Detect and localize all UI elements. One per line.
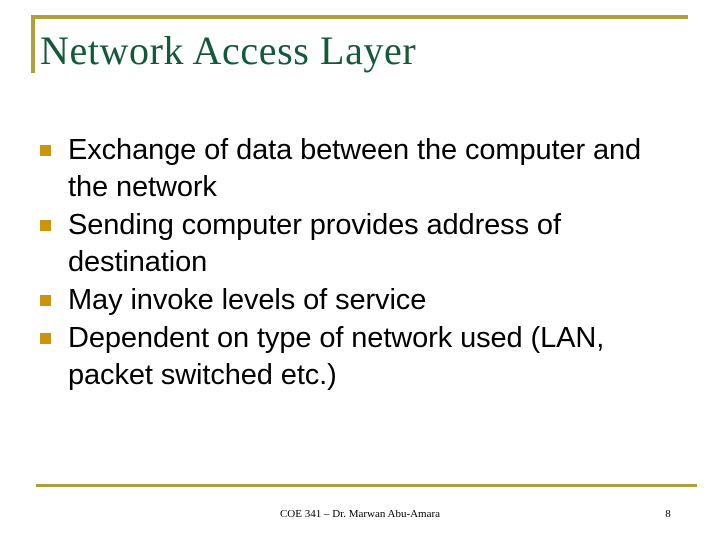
- slide-page-number: 8: [665, 508, 671, 520]
- list-item-text: May invoke levels of service: [68, 284, 427, 316]
- footer-rule: [36, 484, 697, 487]
- list-item: May invoke levels of service: [40, 282, 688, 319]
- list-item: Sending computer provides address of des…: [40, 207, 688, 281]
- square-bullet-icon: [40, 295, 51, 306]
- title-left-rule: [31, 15, 35, 73]
- footer-course-credit: COE 341 – Dr. Marwan Abu-Amara: [279, 508, 441, 520]
- list-item-text: Dependent on type of network used (LAN, …: [68, 322, 605, 391]
- slide-title: Network Access Layer: [40, 28, 417, 73]
- list-item-text: Exchange of data between the computer an…: [68, 134, 642, 203]
- title-top-rule: [31, 15, 688, 19]
- square-bullet-icon: [40, 220, 51, 231]
- bullet-list: Exchange of data between the computer an…: [40, 132, 688, 395]
- list-item: Exchange of data between the computer an…: [40, 132, 688, 206]
- list-item: Dependent on type of network used (LAN, …: [40, 320, 688, 394]
- square-bullet-icon: [40, 333, 51, 344]
- square-bullet-icon: [40, 145, 51, 156]
- list-item-text: Sending computer provides address of des…: [68, 209, 561, 278]
